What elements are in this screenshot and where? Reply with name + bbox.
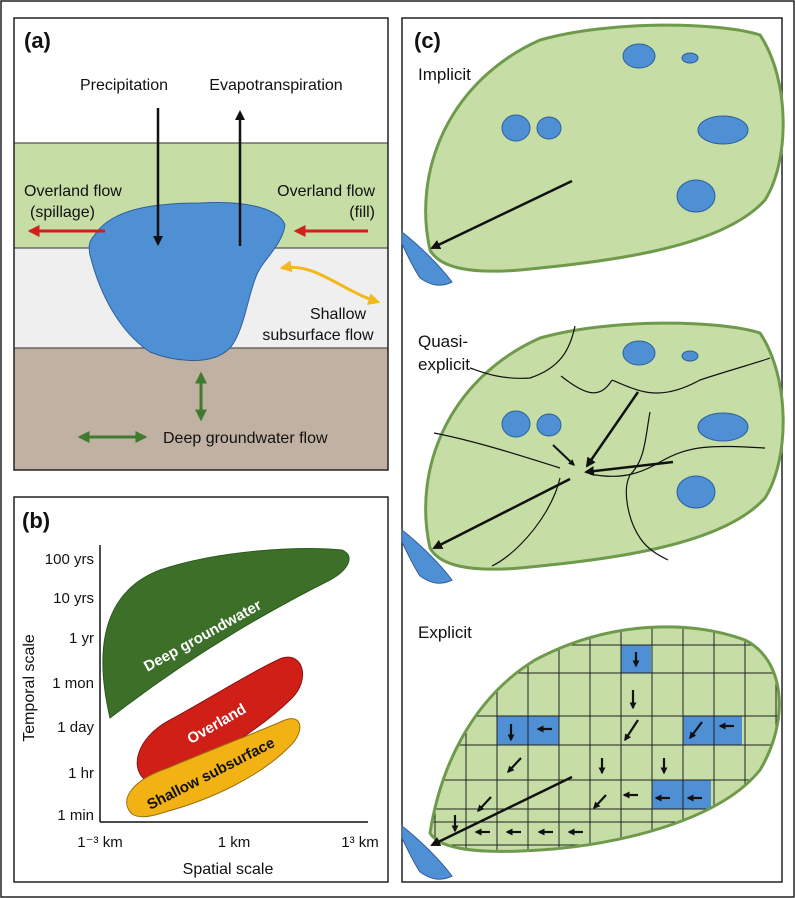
panel-b-frame [13, 496, 389, 883]
panel-c-label: (c) [414, 28, 441, 53]
quasi-label-line1: Quasi- [418, 332, 468, 351]
catchment-implicit [424, 23, 785, 273]
panel-a-label: (a) [24, 28, 51, 53]
deep-label: Deep groundwater flow [163, 430, 328, 447]
cell-flow-arrows [451, 652, 734, 836]
explicit-label: Explicit [418, 623, 472, 642]
xtick-small: 1⁻³ km [77, 834, 122, 851]
xtick-mid: 1 km [218, 834, 251, 851]
panel-a-frame [13, 17, 389, 471]
quasi-arrow-north [585, 391, 640, 468]
y-axis-label: Temporal scale [21, 634, 38, 742]
depression [501, 410, 531, 438]
catchment-explicit-outline [428, 625, 781, 853]
ytick-1hr: 1 hr [68, 765, 94, 782]
xtick-large: 1³ km [341, 834, 379, 851]
ytick-10yrs: 10 yrs [53, 590, 94, 607]
depression [681, 350, 699, 362]
precipitation-label: Precipitation [80, 77, 168, 94]
depression [697, 115, 749, 145]
implicit-flow-arrow [430, 179, 573, 250]
shallow-label-line1: Shallow [310, 306, 366, 323]
outlet-stream-implicit [401, 230, 453, 286]
spillage-label-line1: Overland flow [24, 183, 122, 200]
explicit-outlet-arrow [430, 775, 573, 847]
quasi-arrow-east [584, 460, 674, 477]
ytick-1yr: 1 yr [69, 630, 94, 647]
shallow-label-line2: subsurface flow [262, 327, 374, 344]
outlet-stream-quasi [401, 528, 453, 584]
evapotranspiration-label: Evapotranspiration [209, 77, 342, 94]
ytick-100yrs: 100 yrs [45, 551, 94, 568]
water-body [88, 201, 286, 361]
panel-b: (b) 100 yrs 10 yrs 1 yr 1 mon 1 day 1 hr… [13, 496, 389, 883]
ytick-1day: 1 day [57, 719, 94, 736]
deep-groundwater-band [102, 548, 350, 719]
fill-label-line1: Overland flow [277, 183, 375, 200]
quasi-outlet-arrow [432, 477, 571, 550]
shallow-subsurface-band [126, 718, 301, 818]
panel-b-label: (b) [22, 508, 50, 533]
ytick-1mon: 1 mon [52, 675, 94, 692]
ytick-1min: 1 min [57, 807, 94, 824]
panel-a: (a) Precipitation Evapotranspiration Ove… [13, 17, 389, 471]
implicit-label: Implicit [418, 65, 471, 84]
panel-c: (c) Implicit Qua [401, 17, 785, 883]
depression [501, 114, 531, 142]
x-axis-label: Spatial scale [183, 861, 274, 878]
spillage-label-line2: (spillage) [30, 204, 95, 221]
quasi-arrow-west [552, 444, 575, 466]
fill-label-line2: (fill) [349, 204, 375, 221]
depression [622, 43, 656, 69]
depression [676, 179, 716, 213]
depression [697, 412, 749, 442]
depression [622, 340, 656, 366]
quasi-label-line2: explicit [418, 355, 470, 374]
subcatchment-boundaries [433, 325, 771, 567]
outlet-stream-explicit [401, 824, 453, 880]
depression [676, 475, 716, 509]
depression [536, 413, 562, 437]
depression [536, 116, 562, 140]
depression [681, 52, 699, 64]
shallow-flow-arrow [279, 260, 381, 305]
